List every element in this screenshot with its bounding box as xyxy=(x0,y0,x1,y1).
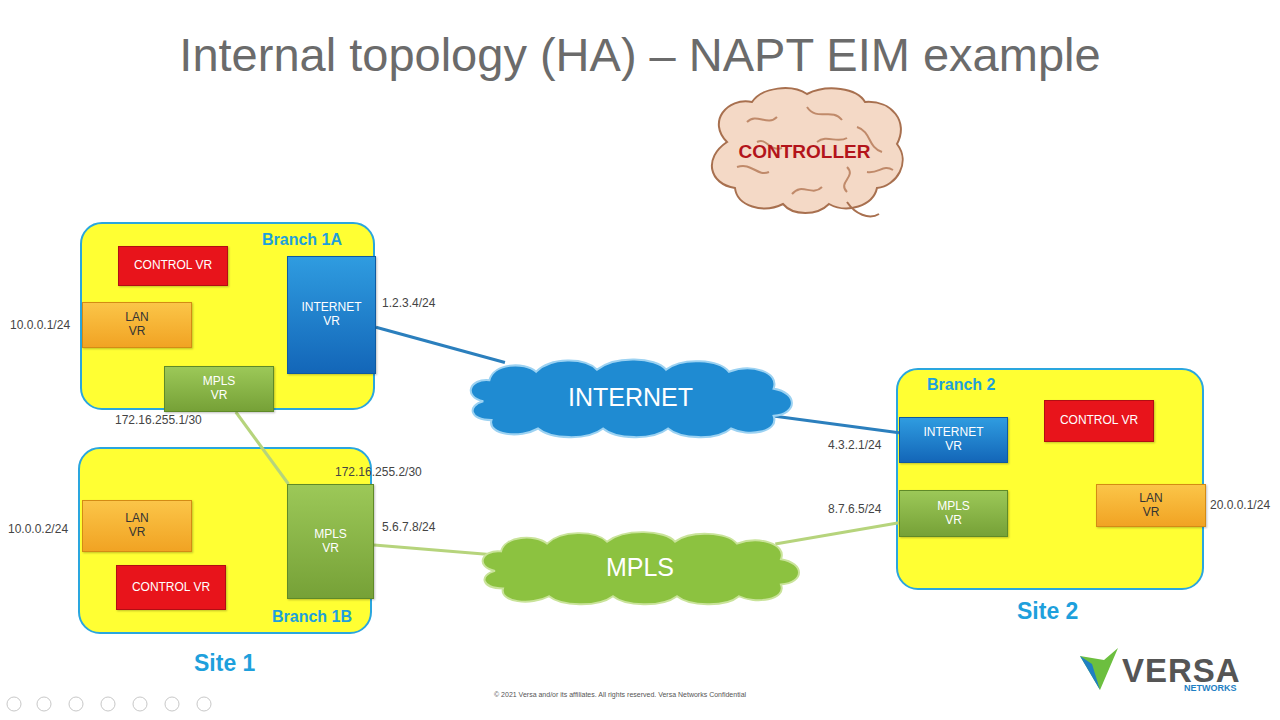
box-label: MPLS xyxy=(606,553,674,582)
link-line xyxy=(374,545,505,556)
branch-box: Branch 2 INTERNET VR CONTROL VR MPLS VR LAN … xyxy=(896,368,1204,590)
slide-title: Internal topology (HA) – NAPT EIM exampl… xyxy=(0,28,1280,82)
box-label: LAN VR xyxy=(117,311,157,339)
vr-box: CONTROL VR xyxy=(116,565,226,610)
ip-address: 10.0.0.1/24 xyxy=(10,318,70,332)
ip-address: 20.0.0.1/24 xyxy=(1210,498,1270,512)
network-cloud: MPLS xyxy=(475,528,805,606)
box-label: MPLS VR xyxy=(197,375,242,403)
ip-address: 4.3.2.1/24 xyxy=(828,438,881,452)
box-label: LAN VR xyxy=(1131,492,1171,520)
box-label: INTERNET VR xyxy=(297,301,367,329)
branch-heading: Branch 1A xyxy=(262,231,342,249)
vr-box: CONTROL VR xyxy=(118,246,228,286)
ip-address: 10.0.0.2/24 xyxy=(8,522,68,536)
box-label: INTERNET xyxy=(568,383,693,412)
ip-address: 172.16.255.2/30 xyxy=(335,465,422,479)
vr-box: MPLS VR xyxy=(899,490,1008,537)
box-label: MPLS VR xyxy=(308,528,353,556)
vr-box: LAN VR xyxy=(82,302,192,348)
box-label: CONTROL VR xyxy=(134,259,212,273)
link-line xyxy=(376,327,505,362)
toolbar-icons xyxy=(7,697,211,711)
controller-brain: CONTROLLER xyxy=(697,82,912,227)
vr-box: LAN VR xyxy=(82,500,192,552)
vr-box: LAN VR xyxy=(1096,484,1206,527)
copyright-note: © 2021 Versa and/or its affiliates. All … xyxy=(494,691,746,698)
box-label: CONTROL VR xyxy=(132,581,210,595)
link-line xyxy=(768,415,899,432)
versa-logo xyxy=(1080,648,1118,690)
vr-box: INTERNET VR xyxy=(899,417,1008,463)
ip-address: 5.6.7.8/24 xyxy=(382,520,435,534)
box-label: INTERNET VR xyxy=(919,426,989,454)
branch-heading: Branch 1B xyxy=(272,608,352,626)
branch-box: Branch 1A CONTROL VR LAN VR INTERNET VR MPLS… xyxy=(80,222,375,410)
site-label: Site 1 xyxy=(194,650,255,677)
logo-text: NETWORKS xyxy=(1184,683,1237,693)
ip-address: 172.16.255.1/30 xyxy=(115,413,202,427)
vr-box: INTERNET VR xyxy=(287,256,376,374)
vr-box: MPLS VR xyxy=(164,366,274,412)
box-label: CONTROLLER xyxy=(739,141,871,163)
box-label: LAN VR xyxy=(117,512,157,540)
vr-box: MPLS VR xyxy=(287,484,374,599)
box-label: MPLS VR xyxy=(931,500,976,528)
ip-address: 8.7.6.5/24 xyxy=(828,502,881,516)
branch-box: Branch 1B LAN VR CONTROL VR MPLS VR xyxy=(78,447,372,634)
link-line xyxy=(775,523,899,544)
site-label: Site 2 xyxy=(1017,598,1078,625)
vr-box: CONTROL VR xyxy=(1044,400,1154,442)
box-label: CONTROL VR xyxy=(1060,414,1138,428)
network-cloud: INTERNET xyxy=(463,355,798,439)
ip-address: 1.2.3.4/24 xyxy=(382,296,435,310)
branch-heading: Branch 2 xyxy=(927,376,995,394)
